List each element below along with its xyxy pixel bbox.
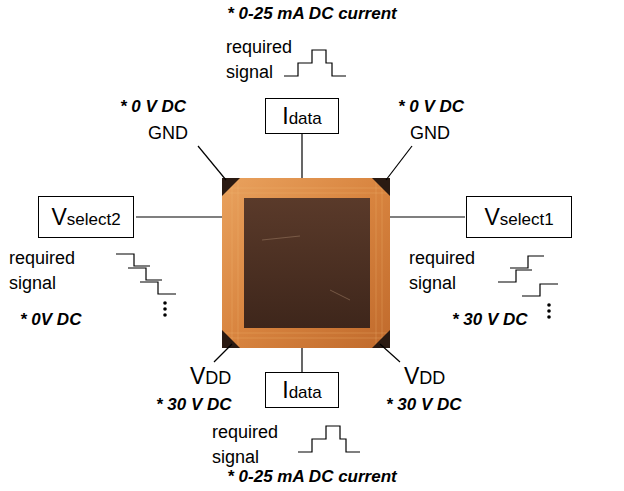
current-note: * 0-25 mA DC current — [227, 2, 396, 26]
current-note: * 0-25 mA DC current — [227, 465, 396, 489]
signal-box: Idata — [265, 372, 339, 408]
signal-caption: required signal — [226, 35, 306, 85]
signal-box: Vselect1 — [466, 196, 572, 238]
signal-name: Vselect1 — [484, 204, 553, 231]
voltage-note: * 0 V DC — [398, 95, 464, 119]
signal-box: Vselect2 — [38, 196, 134, 238]
voltage-note: * 30 V DC — [386, 393, 462, 417]
signal-name: Vselect2 — [51, 204, 120, 231]
signal-name: Idata — [282, 103, 321, 130]
signal-box: Idata — [265, 98, 339, 134]
signal-caption: required signal — [9, 246, 99, 296]
voltage-note: * 30 V DC — [452, 308, 528, 332]
signal-caption: required signal — [212, 420, 292, 470]
pin-name: GND — [148, 121, 188, 145]
signal-name: Idata — [282, 377, 321, 404]
device-photo — [222, 178, 390, 348]
signal-caption: required signal — [409, 246, 493, 296]
voltage-note: * 0 V DC — [120, 95, 186, 119]
voltage-note: * 0V DC — [20, 308, 81, 332]
voltage-note: * 30 V DC — [156, 393, 232, 417]
pin-name: VDD — [404, 364, 445, 390]
pin-name: VDD — [190, 364, 231, 390]
pin-name: GND — [410, 121, 450, 145]
signal-waveforms — [116, 50, 558, 452]
